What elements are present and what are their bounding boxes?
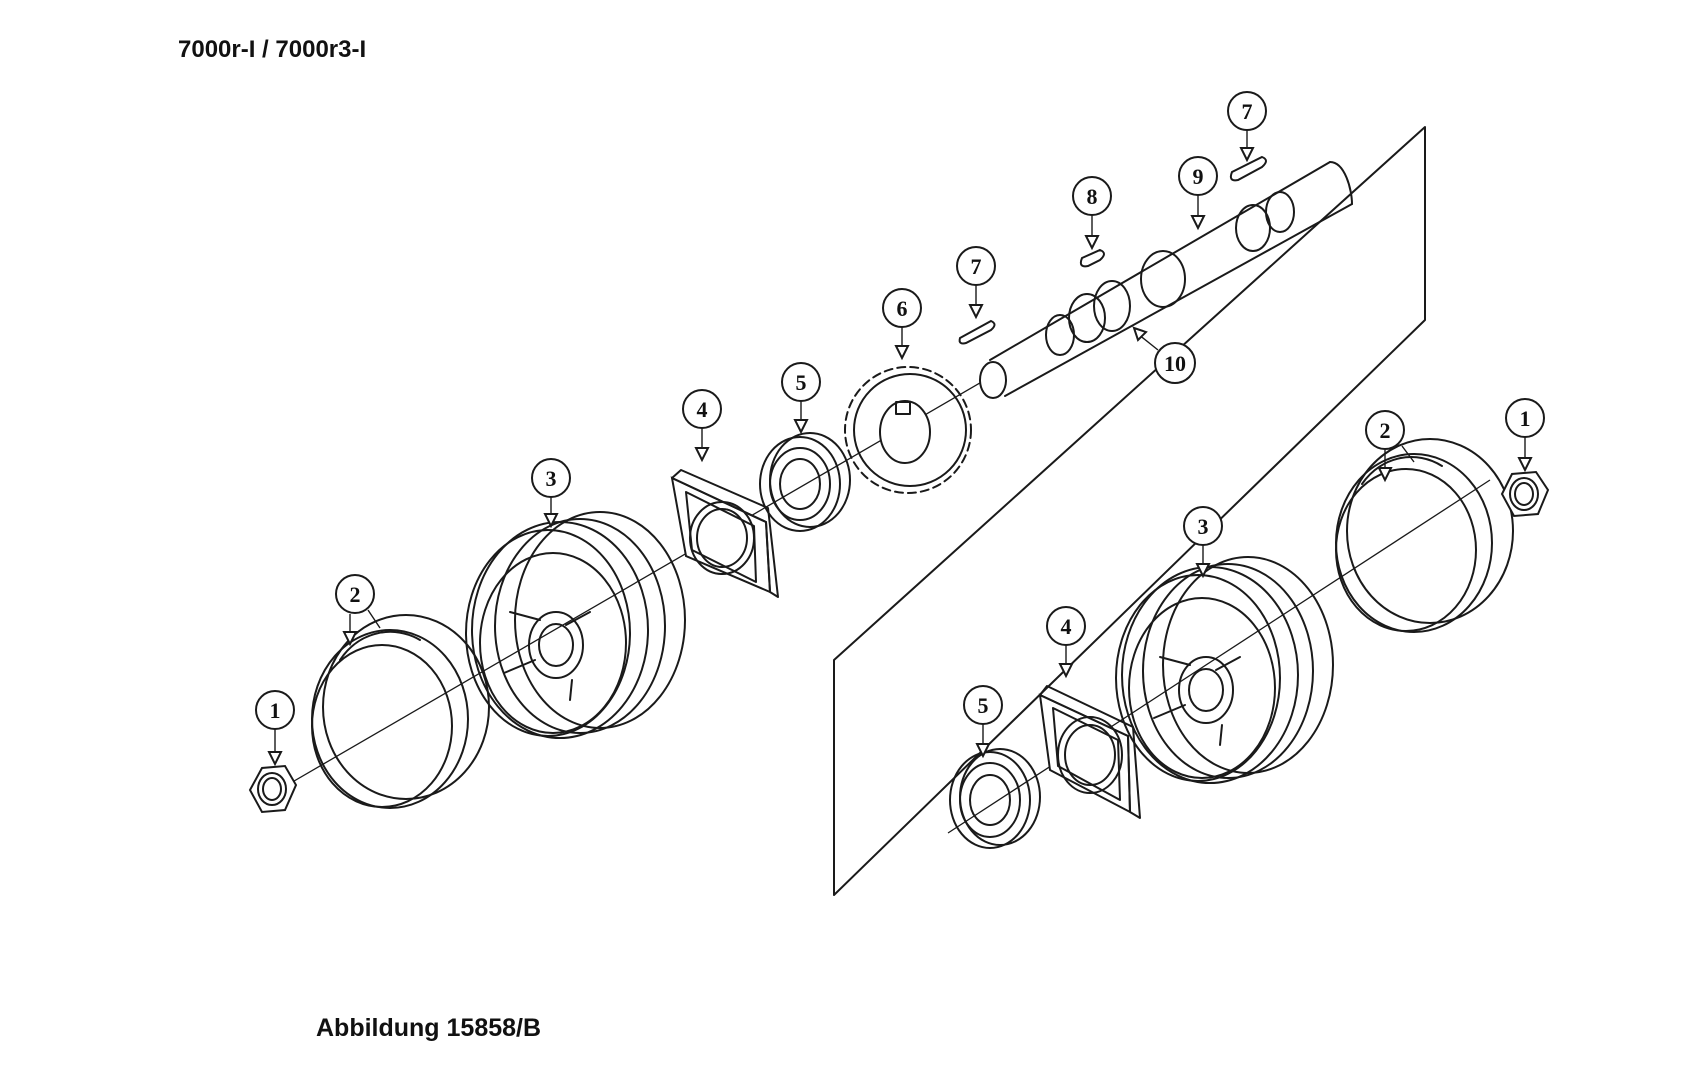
key-left (958, 319, 996, 345)
callout-1-left: 1 (255, 690, 295, 767)
callout-4-left: 4 (682, 389, 722, 463)
right-bearing (949, 748, 1041, 849)
right-nut (1500, 470, 1550, 518)
callout-label: 9 (1193, 164, 1204, 189)
axis-line-right (947, 479, 1491, 834)
callout-4-right: 4 (1046, 606, 1086, 679)
callout-7-right: 7 (1227, 91, 1267, 163)
callout-label: 2 (350, 582, 361, 607)
left-wheel (465, 511, 686, 739)
figure-caption: Abbildung 15858/B (316, 1014, 542, 1042)
right-ring (1335, 438, 1514, 633)
callout-label: 4 (1061, 614, 1072, 639)
right-wheel (1115, 556, 1334, 784)
key-middle (1079, 248, 1105, 268)
callout-label: 6 (897, 296, 908, 321)
callout-5-right: 5 (963, 685, 1003, 759)
shaft (979, 161, 1353, 399)
callout-label: 7 (971, 254, 982, 279)
left-flange (670, 469, 779, 598)
left-nut (248, 764, 298, 814)
callout-9: 9 (1178, 156, 1218, 231)
callout-5-left: 5 (781, 362, 821, 435)
key-right (1229, 155, 1267, 182)
left-bearing (759, 432, 851, 532)
left-ring (311, 614, 490, 809)
callout-8: 8 (1072, 176, 1112, 251)
callout-2-right: 2 (1365, 410, 1415, 483)
callout-label: 7 (1242, 99, 1253, 124)
callout-label: 2 (1380, 418, 1391, 443)
callout-label: 1 (270, 698, 281, 723)
callout-label: 1 (1520, 406, 1531, 431)
callout-label: 10 (1164, 351, 1186, 376)
callout-label: 5 (796, 370, 807, 395)
callout-1-right: 1 (1505, 398, 1545, 473)
callout-label: 3 (1198, 514, 1209, 539)
axis-line-left (269, 379, 986, 796)
callout-2-left: 2 (335, 574, 381, 647)
sprocket (844, 366, 972, 494)
assembly-frame (833, 126, 1426, 896)
page-title: 7000r-I / 7000r3-I (178, 36, 367, 63)
callout-6: 6 (882, 288, 922, 361)
callout-label: 8 (1087, 184, 1098, 209)
callout-label: 4 (697, 397, 708, 422)
callout-10: 10 (1132, 326, 1196, 384)
callout-3-left: 3 (531, 458, 571, 529)
callout-7-left: 7 (956, 246, 996, 320)
callout-label: 3 (546, 466, 557, 491)
callout-3-right: 3 (1183, 506, 1223, 579)
callout-label: 5 (978, 693, 989, 718)
